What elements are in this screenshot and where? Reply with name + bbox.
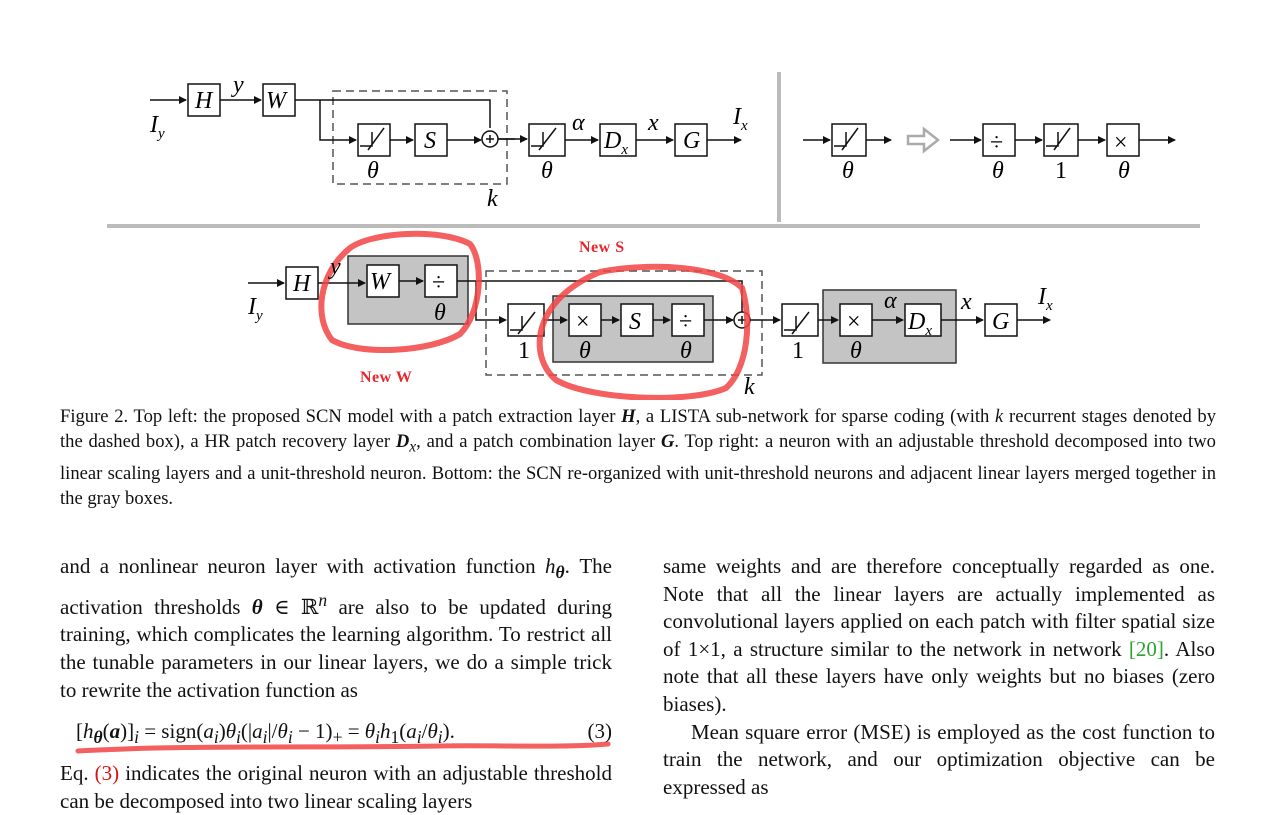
figure-caption: Figure 2. Top left: the proposed SCN mod… <box>60 406 1217 509</box>
figure-2-diagram: Iy y H W S G Dx θ θ α x Ix k ÷ × θ θ <box>107 72 1200 400</box>
block-dx-bottom: Dx <box>907 309 932 339</box>
right-paragraph-2: Mean square error (MSE) is employed as t… <box>663 719 1215 799</box>
circle-new-w <box>318 230 482 354</box>
left-column: and a nonlinear neuron layer with activa… <box>60 553 612 815</box>
block-s: S <box>424 128 436 154</box>
label-alpha: α <box>572 110 585 136</box>
op-multiply-s: × <box>576 309 590 335</box>
op-multiply-dx: × <box>847 309 861 335</box>
b-label-5: θ <box>850 338 862 364</box>
b-label-3: θ <box>680 338 692 364</box>
tr-label-1: θ <box>992 158 1004 184</box>
op-multiply: × <box>1114 130 1128 156</box>
op-divide: ÷ <box>990 130 1003 156</box>
b-label-2: θ <box>579 338 591 364</box>
tr-label-3: θ <box>1118 158 1130 184</box>
red-annotations <box>318 230 751 400</box>
b-label-0: θ <box>434 300 446 326</box>
equation-body: [hθ(a)]i = sign(ai)θi(|ai|/θi − 1)+ = θi… <box>76 719 455 748</box>
block-s-bottom: S <box>629 309 641 335</box>
op-divide-s: ÷ <box>679 309 692 335</box>
bottom-labels: New S New W Iy y H W ÷ θ 1 × S ÷ θ θ 1 ×… <box>247 239 1053 400</box>
block-h: H <box>194 88 214 114</box>
label-x: x <box>647 110 659 136</box>
label-theta-1: θ <box>367 158 379 184</box>
label-iy-bottom: Iy <box>247 294 263 324</box>
label-x-bottom: x <box>960 289 972 315</box>
eq-ref-link[interactable]: (3) <box>94 761 120 786</box>
block-g: G <box>683 128 700 154</box>
tr-label-0: θ <box>842 158 854 184</box>
circle-new-s <box>536 263 751 400</box>
top-right-neuron-decomposition <box>803 123 1176 157</box>
equation-number: (3) <box>587 719 613 744</box>
block-g-bottom: G <box>992 309 1009 335</box>
tr-label-2: 1 <box>1055 158 1067 184</box>
label-theta-2: θ <box>541 158 553 184</box>
annot-new-w: New W <box>360 369 412 386</box>
label-iy: Iy <box>149 112 165 142</box>
bottom-reorganized-scn <box>248 255 1051 376</box>
equation-red-underline <box>75 741 611 754</box>
op-divide-bottom-w: ÷ <box>432 270 445 296</box>
block-h-bottom: H <box>292 271 312 297</box>
b-label-1: 1 <box>518 338 530 364</box>
label-ix-bottom: Ix <box>1037 284 1053 314</box>
annot-new-s: New S <box>579 239 625 256</box>
label-y-bottom: y <box>328 254 341 280</box>
top-right-labels: ÷ × θ θ 1 θ <box>842 130 1130 184</box>
b-label-4: 1 <box>792 338 804 364</box>
label-k: k <box>487 186 498 212</box>
right-column: same weights and are therefore conceptua… <box>663 553 1215 801</box>
block-dx: Dx <box>603 128 628 158</box>
label-alpha-bottom: α <box>884 288 897 314</box>
label-ix: Ix <box>732 104 748 134</box>
top-left-scn-diagram <box>150 83 742 185</box>
right-paragraph-1: same weights and are therefore conceptua… <box>663 554 1216 716</box>
label-y: y <box>231 72 244 98</box>
equation-3: [hθ(a)]i = sign(ai)θi(|ai|/θi − 1)+ = θi… <box>60 704 612 760</box>
top-left-labels: Iy y H W S G Dx θ θ α x Ix k <box>149 72 748 212</box>
left-paragraph-1: and a nonlinear neuron layer with activa… <box>60 554 612 702</box>
label-k-bottom: k <box>744 374 755 400</box>
block-w: W <box>266 88 288 114</box>
block-w-bottom: W <box>370 269 392 295</box>
citation-link-20[interactable]: [20] <box>1128 636 1164 661</box>
left-paragraph-2: Eq. (3) indicates the original neuron wi… <box>60 761 613 813</box>
